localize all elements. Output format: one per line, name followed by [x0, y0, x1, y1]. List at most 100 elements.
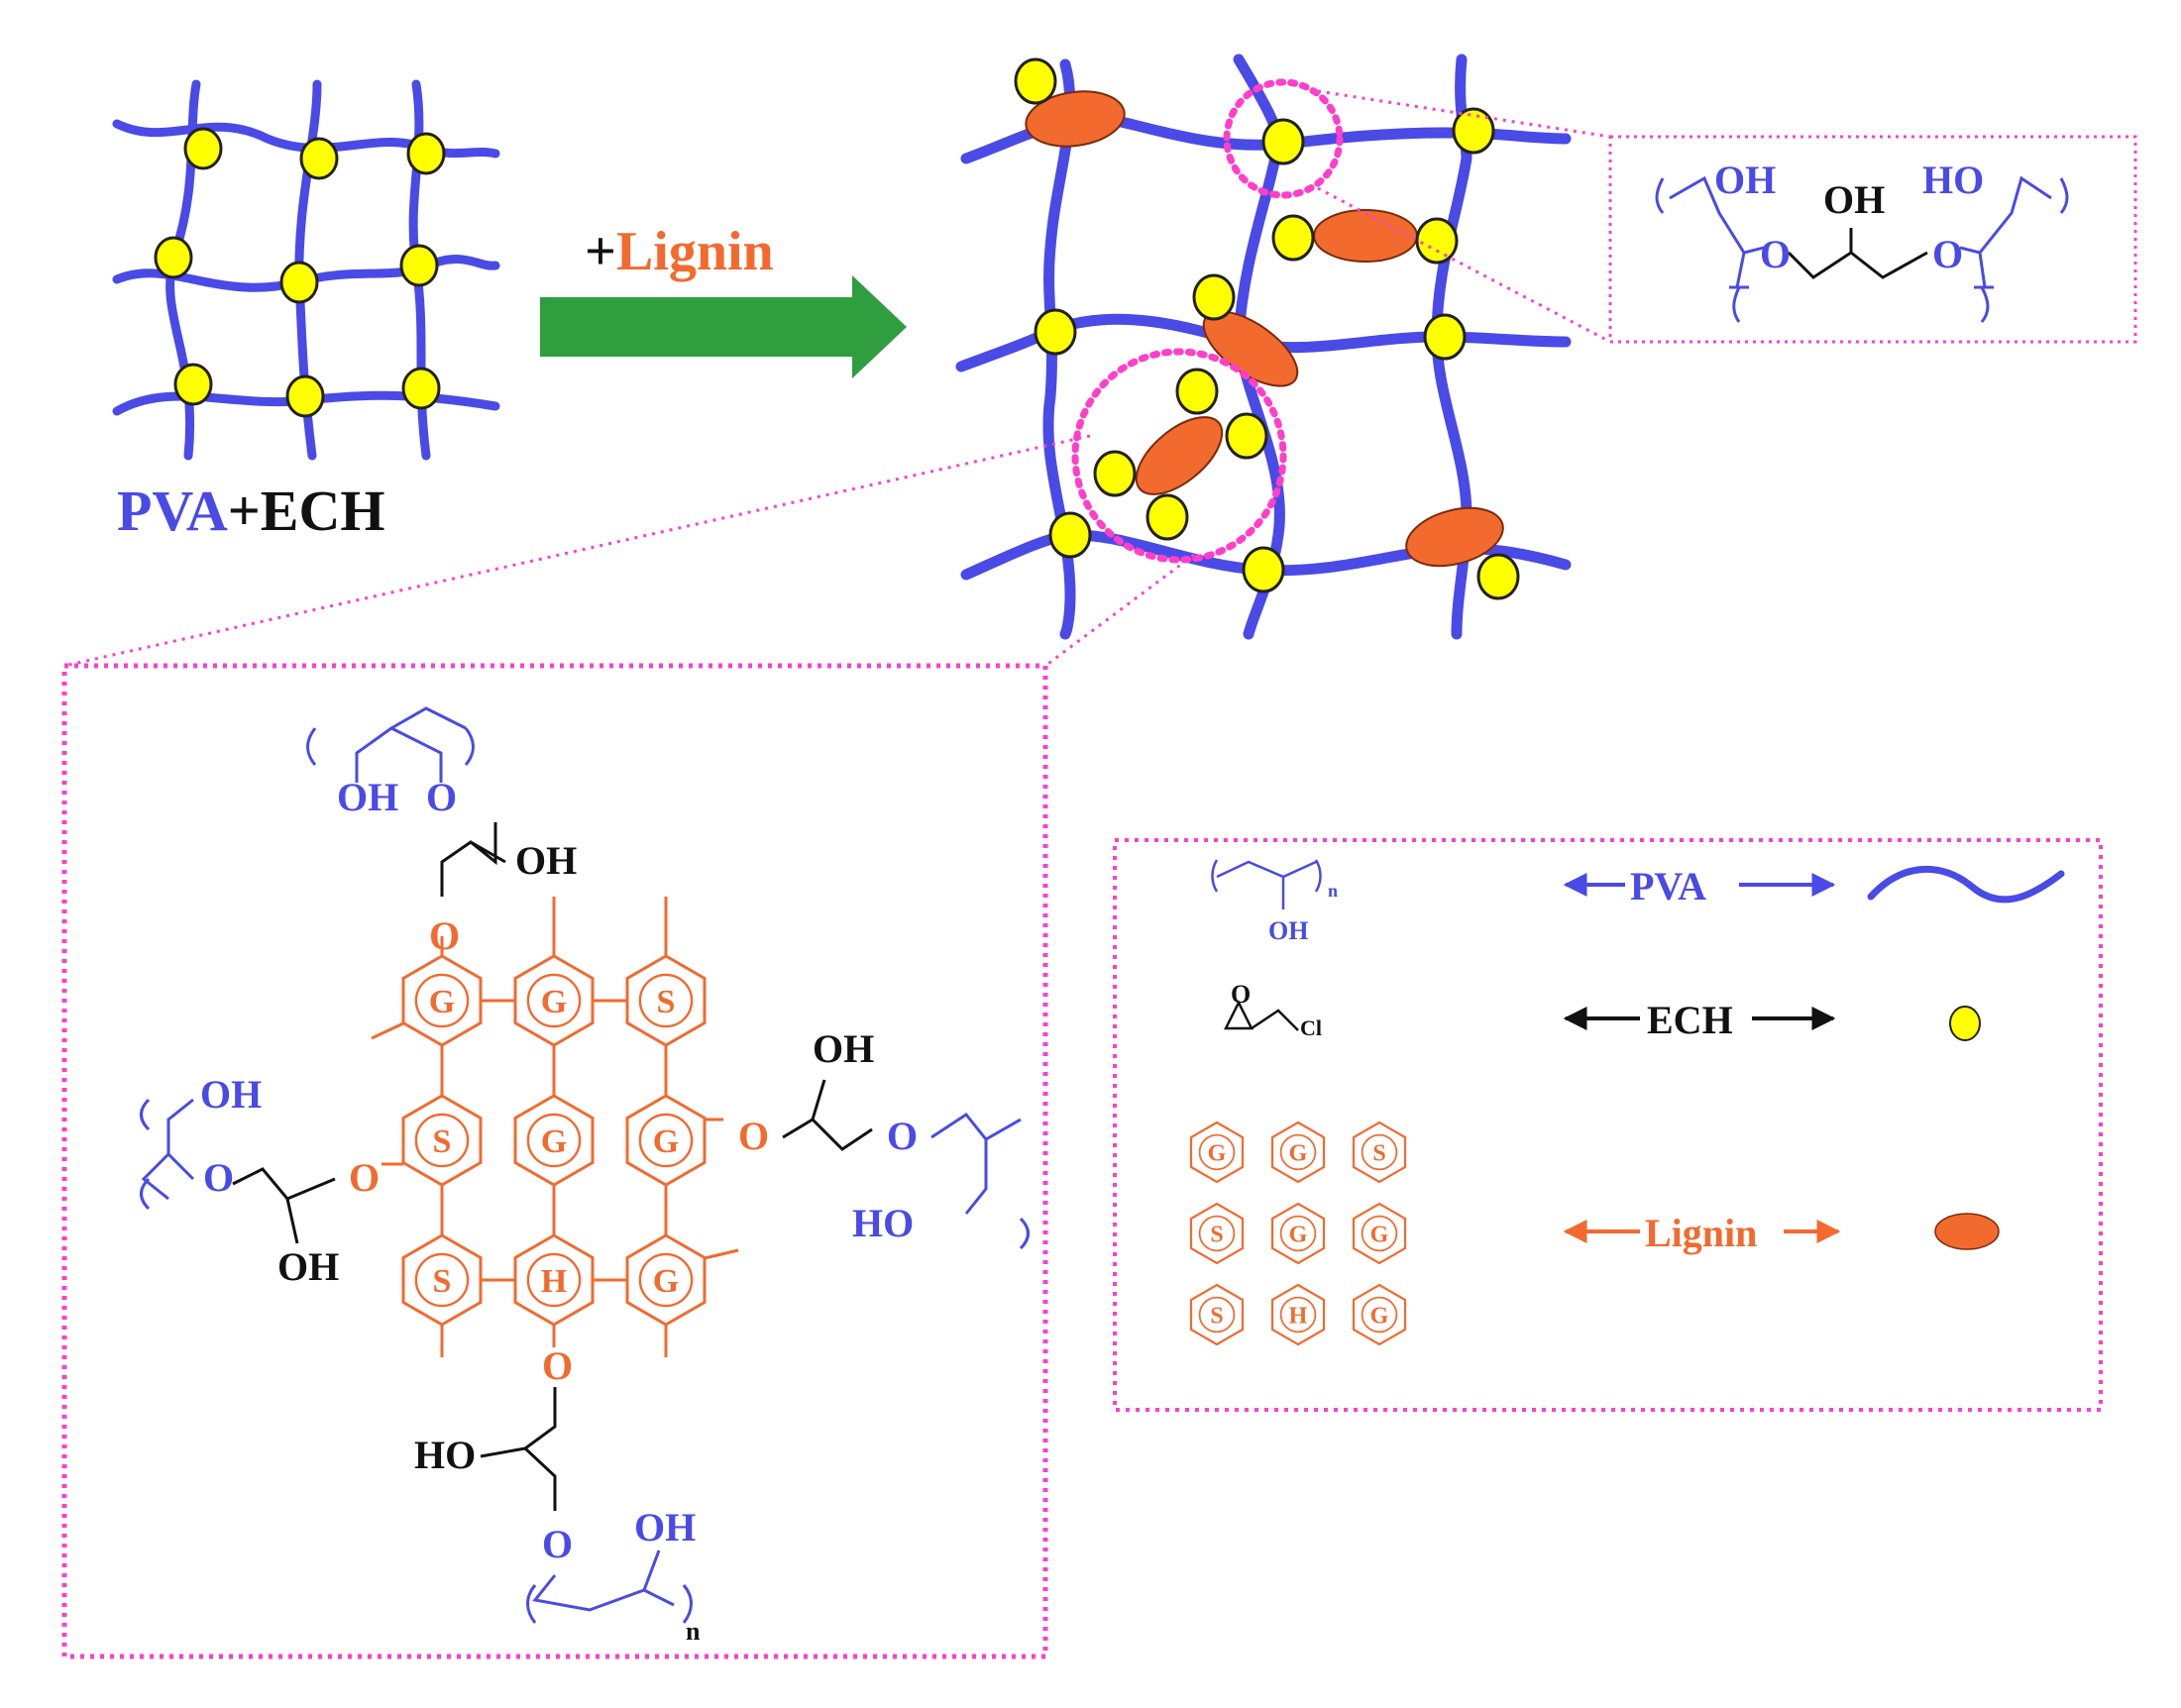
- legend-lignin-ring-label: G: [1370, 1223, 1389, 1248]
- lignin-ring: S: [401, 1094, 483, 1187]
- zoom-box-structure: [61, 663, 1048, 1659]
- lignin-ring-hexagon: [625, 1094, 707, 1187]
- legend-lignin-ring: H: [1270, 1283, 1326, 1346]
- leader-line: [1317, 186, 1611, 344]
- lignin-ring-aromatic-circle: [638, 973, 694, 1028]
- lignin-ring-hexagon: [401, 1233, 483, 1327]
- lignin-particle: [1313, 209, 1418, 263]
- ech-link-structure: [1655, 175, 2069, 323]
- lignin-ring-label: S: [433, 1263, 452, 1300]
- lignin-ring-hexagon: [401, 1094, 483, 1187]
- zoom-leader-lines: [63, 89, 1611, 668]
- lignin-ring-hexagon: [513, 1094, 595, 1187]
- zoom-box-ech-link: [1608, 135, 2137, 344]
- lignin-bonds: [371, 897, 739, 1357]
- legend-lignin-ring-aromatic-circle: [1361, 1215, 1398, 1252]
- legend-lignin-ring-hexagon: [1270, 1202, 1326, 1265]
- lignin-ring-aromatic-circle: [526, 1113, 582, 1168]
- legend-box: [1113, 838, 2103, 1412]
- lignin-ring-label: H: [541, 1263, 567, 1300]
- ech-crosslink-dot: [1093, 450, 1137, 497]
- legend-lignin-ring-aromatic-circle: [1279, 1296, 1317, 1334]
- ech-crosslink-dot: [1476, 553, 1520, 600]
- lignin-ring-label: G: [541, 984, 567, 1020]
- ech-molecule: [1223, 1000, 1299, 1031]
- legend-ech-label: ECH: [1647, 998, 1733, 1042]
- ech-crosslink-dot: [1261, 118, 1305, 165]
- ech-crosslink-dot: [401, 367, 441, 410]
- lignin-particle: [1405, 506, 1504, 568]
- lignin-ring-hexagon: [625, 1233, 707, 1327]
- struct-bottom-oh: OH: [634, 1505, 696, 1549]
- ech-crosslink-dot: [1415, 217, 1459, 265]
- struct-bottom-chain-ho: HO: [414, 1433, 476, 1477]
- lignin-ring-aromatic-circle: [414, 1113, 470, 1168]
- legend-lignin-ring: S: [1352, 1121, 1407, 1184]
- pva-chain: [112, 255, 500, 292]
- legend-ech-cl: Cl: [1300, 1015, 1322, 1040]
- zoom-top-o-left: O: [1760, 232, 1791, 276]
- lignin-ring-aromatic-circle: [526, 973, 582, 1028]
- zoom-top-o-right: O: [1932, 232, 1963, 276]
- zoom-top-oh-center: OH: [1823, 177, 1885, 222]
- legend-pva-label: PVA: [1630, 864, 1706, 908]
- legend-lignin-ring-aromatic-circle: [1361, 1296, 1398, 1334]
- struct-right-link-o: O: [738, 1114, 769, 1158]
- ech-crosslink-dot: [1014, 57, 1057, 105]
- legend-ech-row: O Cl ECH: [1223, 980, 1981, 1042]
- ech-crosslink-dot: [279, 261, 319, 304]
- zoom-highlights: [1071, 78, 1344, 564]
- struct-top-oh: OH: [337, 775, 398, 819]
- ech-crosslink-dot: [1452, 107, 1495, 155]
- pva-ech-caption: PVA+ECH: [117, 479, 384, 543]
- plus-lignin-label: +Lignin: [585, 221, 774, 282]
- struct-top-o: O: [426, 775, 457, 819]
- network-lignin-particles: [1025, 90, 1504, 568]
- legend-lignin-ring-hexagon: [1270, 1283, 1326, 1346]
- ech-crosslink-dot: [399, 244, 439, 287]
- legend-lignin-ring-aromatic-circle: [1361, 1133, 1398, 1171]
- lignin-ring-label: G: [541, 1123, 567, 1160]
- legend-lignin-ring-label: G: [1208, 1141, 1227, 1167]
- ech-crosslink-dot: [1034, 308, 1077, 356]
- plus-ech-word: +ECH: [228, 479, 385, 543]
- zoom-top-ho-right: HO: [1922, 158, 1984, 202]
- lignin-ring-aromatic-circle: [638, 1113, 694, 1168]
- legend-ech-o: O: [1231, 980, 1251, 1009]
- ech-crosslink-dot: [1242, 546, 1285, 593]
- ech-crosslink-dot: [1145, 493, 1189, 541]
- legend-lignin-ring: G: [1352, 1202, 1407, 1265]
- lignin-ring: S: [625, 954, 707, 1047]
- legend-lignin-ring-aromatic-circle: [1279, 1133, 1317, 1171]
- legend-lignin-ring: G: [1352, 1283, 1407, 1346]
- zoom-top-oh-left: OH: [1714, 158, 1776, 202]
- lignin-ring: S: [401, 1233, 483, 1327]
- legend-pva-n: n: [1328, 881, 1338, 901]
- legend-pva-chain-symbol: [1867, 865, 2065, 904]
- ech-crosslink-dot: [183, 127, 223, 170]
- struct-bottom-n: n: [686, 1617, 701, 1646]
- structure-linkers: [140, 706, 1030, 1624]
- network-ech-dots: [1014, 57, 1520, 600]
- legend-pva-oh: OH: [1268, 916, 1308, 945]
- lignin-ring-label: S: [433, 1123, 452, 1160]
- legend-lignin-ring-label: G: [1289, 1223, 1308, 1248]
- struct-right-ho: HO: [852, 1201, 914, 1245]
- legend-lignin-ring: G: [1270, 1202, 1326, 1265]
- struct-left-link-o: O: [349, 1155, 380, 1200]
- legend-lignin-ring-hexagon: [1189, 1283, 1245, 1346]
- lignin-ring-hexagon: [513, 1233, 595, 1327]
- legend-lignin-ring-aromatic-circle: [1279, 1215, 1317, 1252]
- legend-lignin-ring-label: S: [1210, 1304, 1223, 1330]
- lignin-ring-label: G: [653, 1123, 679, 1160]
- zoom-circle-center: [1071, 348, 1287, 564]
- lignin-word: Lignin: [616, 221, 774, 282]
- ech-crosslink-dot: [1048, 511, 1092, 559]
- legend-lignin-ring-aromatic-circle: [1198, 1133, 1236, 1171]
- legend-lignin-ring-hexagon: [1352, 1283, 1407, 1346]
